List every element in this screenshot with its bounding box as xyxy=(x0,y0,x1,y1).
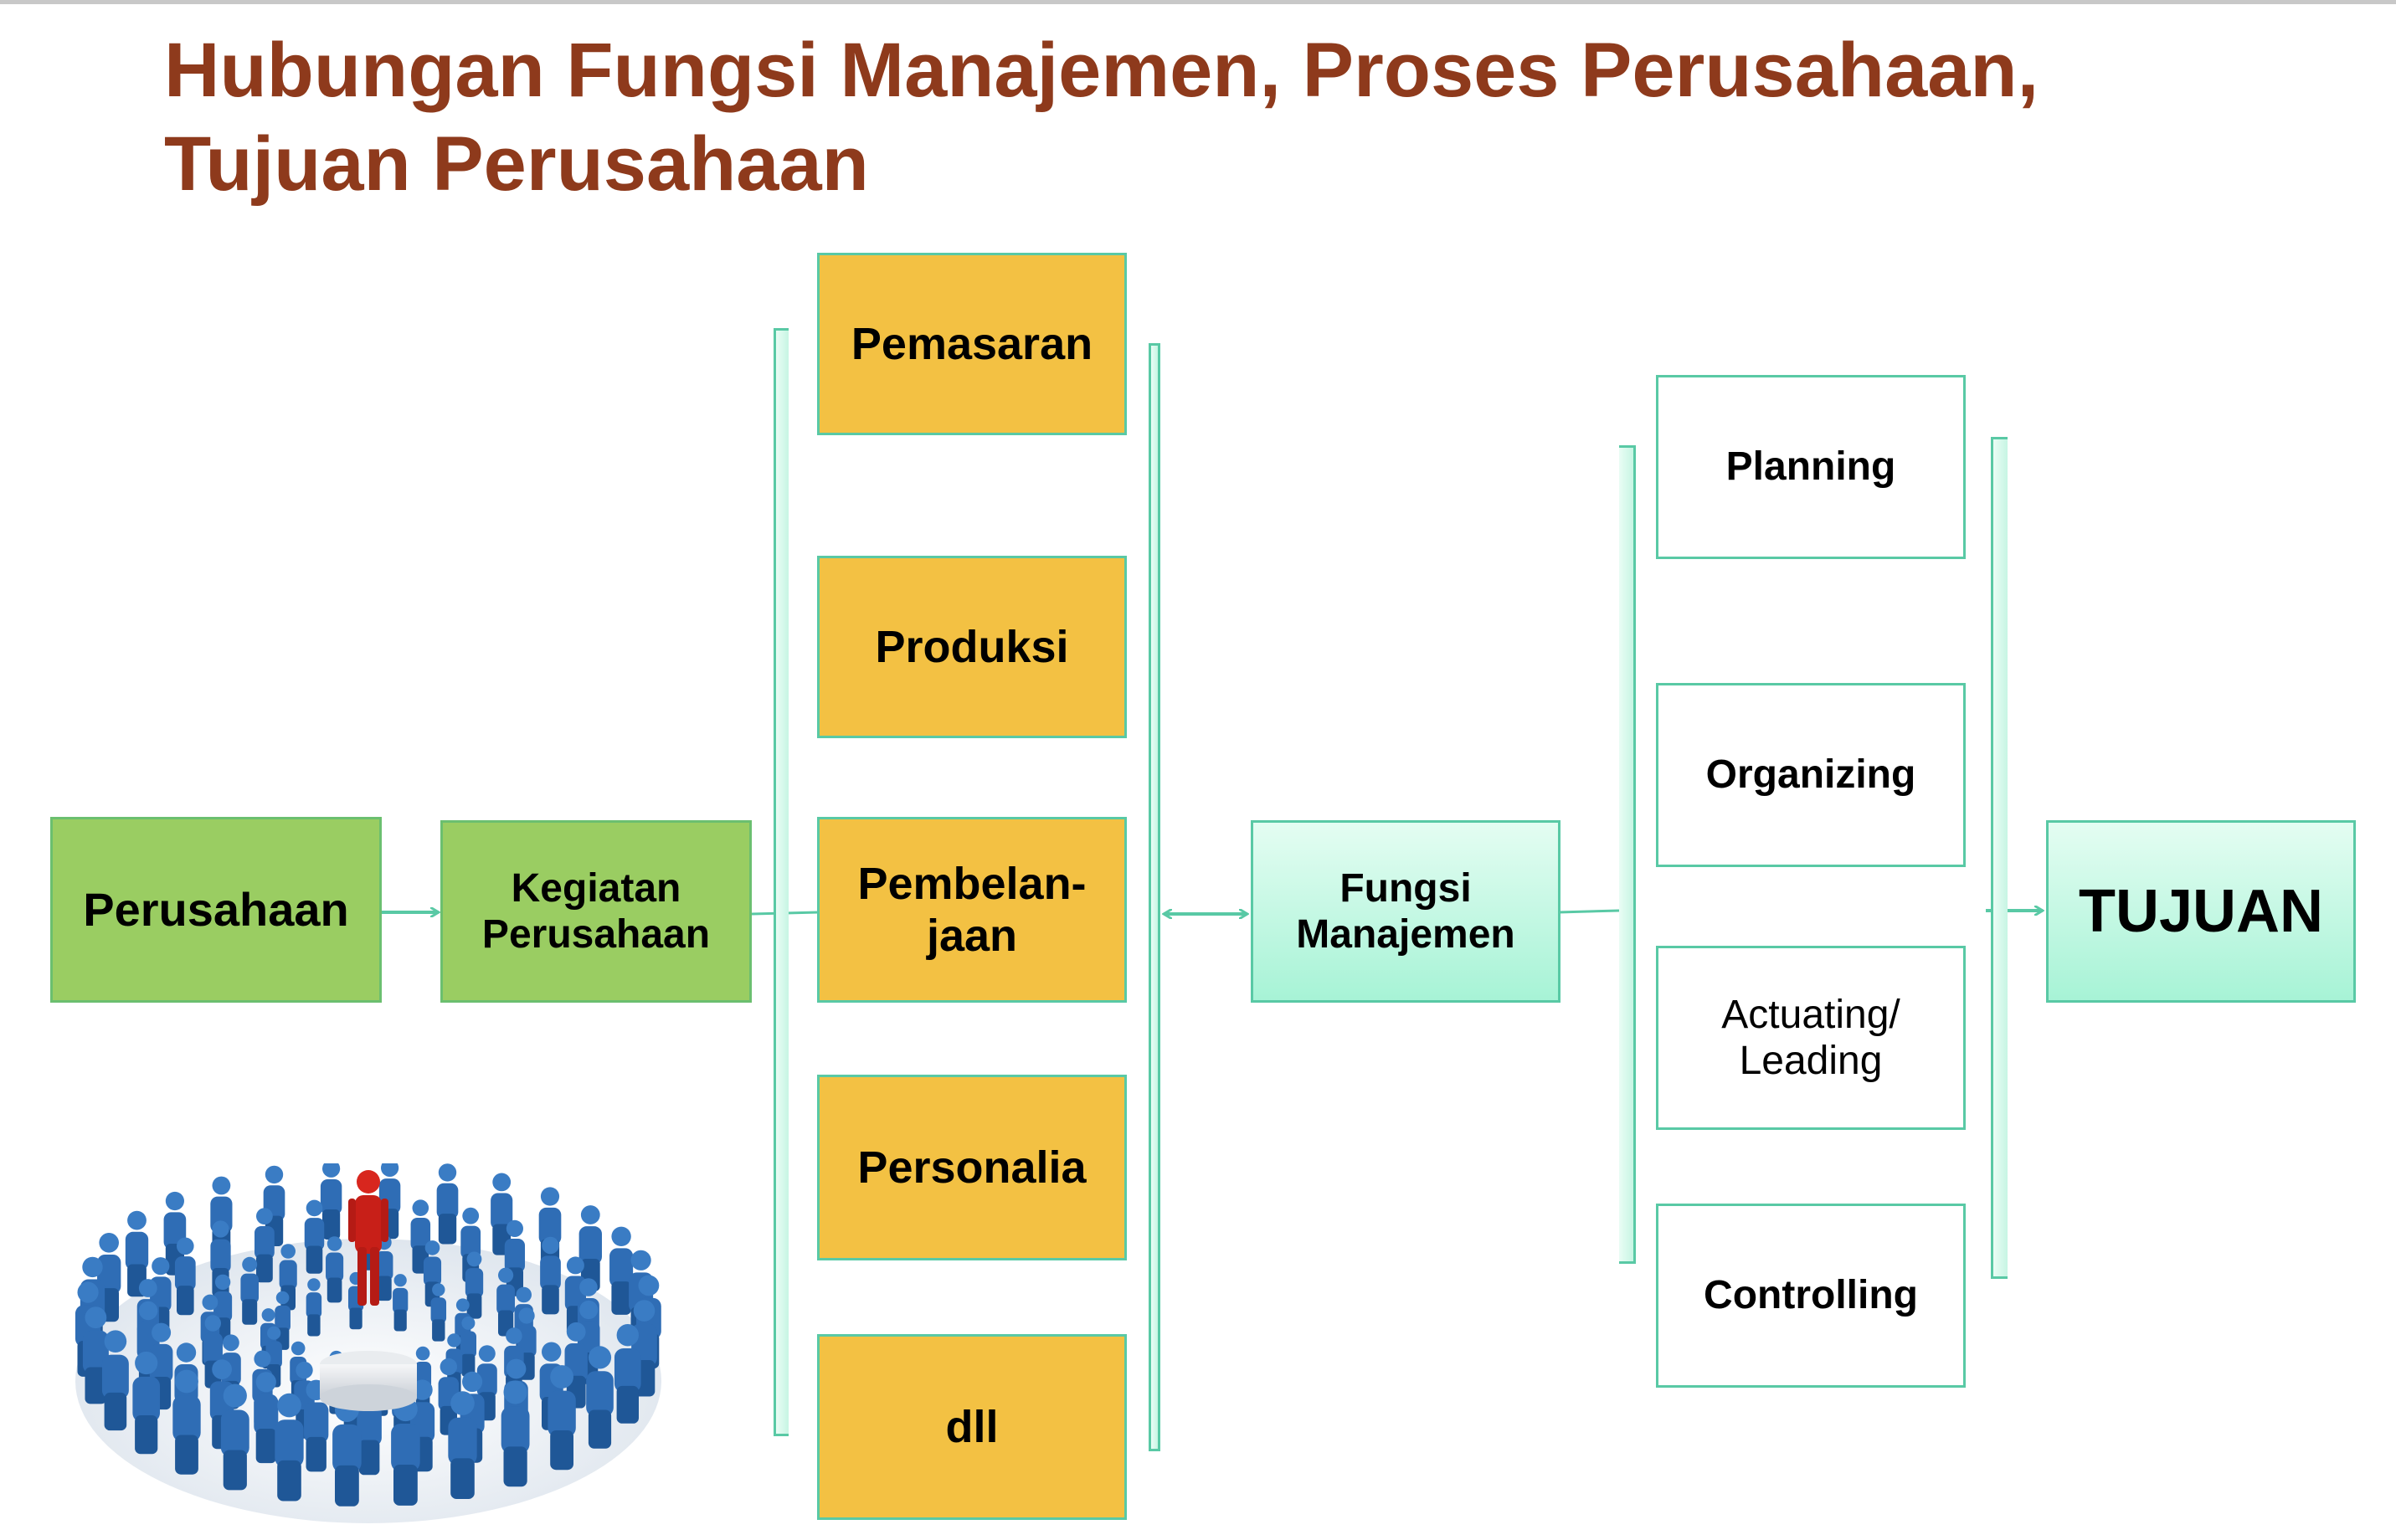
crowd-person xyxy=(609,1226,634,1315)
leader-among-crowd-icon xyxy=(75,1163,661,1523)
crowd-person xyxy=(172,1369,201,1475)
perusahaan-label: Perusahaan xyxy=(83,882,349,936)
crowd-person xyxy=(149,1322,173,1410)
top-rule xyxy=(0,0,2396,4)
crowd-person xyxy=(255,1208,275,1283)
crowd-person xyxy=(203,1315,223,1389)
activities-bracket-right xyxy=(1149,343,1160,1451)
title-line-2: Tujuan Perusahaan xyxy=(164,121,869,207)
dll-box: dll xyxy=(817,1334,1127,1520)
planning-box: Planning xyxy=(1656,375,1966,559)
pembelanjaan-label-line-2: jaan xyxy=(926,911,1018,961)
crowd-person xyxy=(436,1163,459,1245)
crowd-person xyxy=(275,1291,291,1350)
functions-bracket-left xyxy=(1619,445,1636,1264)
kegiatan-perusahaan-box: Kegiatan Perusahaan xyxy=(440,820,752,1003)
crowd-person xyxy=(220,1383,249,1491)
crowd-person xyxy=(254,1372,279,1464)
actuating-leading-box: Actuating/ Leading xyxy=(1656,946,1966,1130)
crowd-person xyxy=(460,1316,476,1377)
crowd-person xyxy=(320,1163,342,1240)
crowd-person xyxy=(423,1240,442,1307)
crowd-person xyxy=(326,1236,344,1303)
crowd-person xyxy=(132,1351,161,1455)
controlling-box: Controlling xyxy=(1656,1204,1966,1388)
pembelanjaan-label-line-1: Pembelan- xyxy=(857,858,1087,909)
crowd-person xyxy=(496,1267,516,1337)
actuating-label-line-1: Actuating/ xyxy=(1721,992,1900,1037)
actuating-label-line-2: Leading xyxy=(1739,1039,1883,1083)
pemasaran-label: Pemasaran xyxy=(851,318,1093,369)
crowd-person xyxy=(448,1391,477,1499)
activities-bracket-left xyxy=(774,328,789,1436)
organizing-label: Organizing xyxy=(1705,752,1916,798)
title-line-1: Hubungan Fungsi Manajemen, Proses Perusa… xyxy=(164,28,2039,113)
crowd-person xyxy=(501,1380,530,1487)
kegiatan-label-line-1: Kegiatan xyxy=(511,865,681,911)
crowd-person xyxy=(125,1210,149,1297)
functions-bracket-right xyxy=(1991,437,2008,1279)
crowd-person xyxy=(393,1274,409,1332)
crowd-person xyxy=(391,1397,420,1506)
crowd-person xyxy=(460,1207,481,1282)
controlling-label: Controlling xyxy=(1704,1273,1918,1318)
pemasaran-box: Pemasaran xyxy=(817,253,1127,435)
crowd-person xyxy=(410,1199,431,1274)
dll-label: dll xyxy=(945,1401,999,1452)
crowd-person xyxy=(306,1278,322,1337)
leader-figure xyxy=(348,1170,388,1306)
line-fungsi-to-bracket xyxy=(1558,909,1620,914)
page-title: Hubungan Fungsi Manajemen, Proses Perusa… xyxy=(164,23,2341,211)
fungsi-label-line-2: Manajemen xyxy=(1296,912,1515,957)
produksi-box: Produksi xyxy=(817,556,1127,738)
crowd-person xyxy=(174,1237,196,1316)
kegiatan-label-line-2: Perusahaan xyxy=(481,912,711,957)
crowd-person xyxy=(540,1236,561,1315)
crowd-person xyxy=(275,1393,304,1502)
organizing-box: Organizing xyxy=(1656,683,1966,867)
pembelanjaan-box: Pembelan- jaan xyxy=(817,817,1127,1003)
crowd-person xyxy=(465,1251,484,1319)
crowd-person xyxy=(548,1365,576,1471)
tujuan-label: TUJUAN xyxy=(2078,877,2323,945)
crowd-person xyxy=(586,1346,614,1449)
crowd-person xyxy=(332,1398,362,1507)
planning-label: Planning xyxy=(1725,444,1896,490)
crowd-person xyxy=(240,1256,259,1325)
crowd-person xyxy=(614,1324,641,1424)
fungsi-manajemen-box: Fungsi Manajemen xyxy=(1251,820,1560,1003)
crowd-person xyxy=(101,1330,129,1431)
crowd-person xyxy=(430,1283,447,1342)
crowd-person xyxy=(304,1199,325,1274)
perusahaan-box: Perusahaan xyxy=(50,817,382,1003)
personalia-box: Personalia xyxy=(817,1075,1127,1260)
produksi-label: Produksi xyxy=(875,621,1069,672)
fungsi-label-line-1: Fungsi xyxy=(1339,865,1472,911)
personalia-label: Personalia xyxy=(857,1142,1087,1193)
tujuan-box: TUJUAN xyxy=(2046,820,2356,1003)
